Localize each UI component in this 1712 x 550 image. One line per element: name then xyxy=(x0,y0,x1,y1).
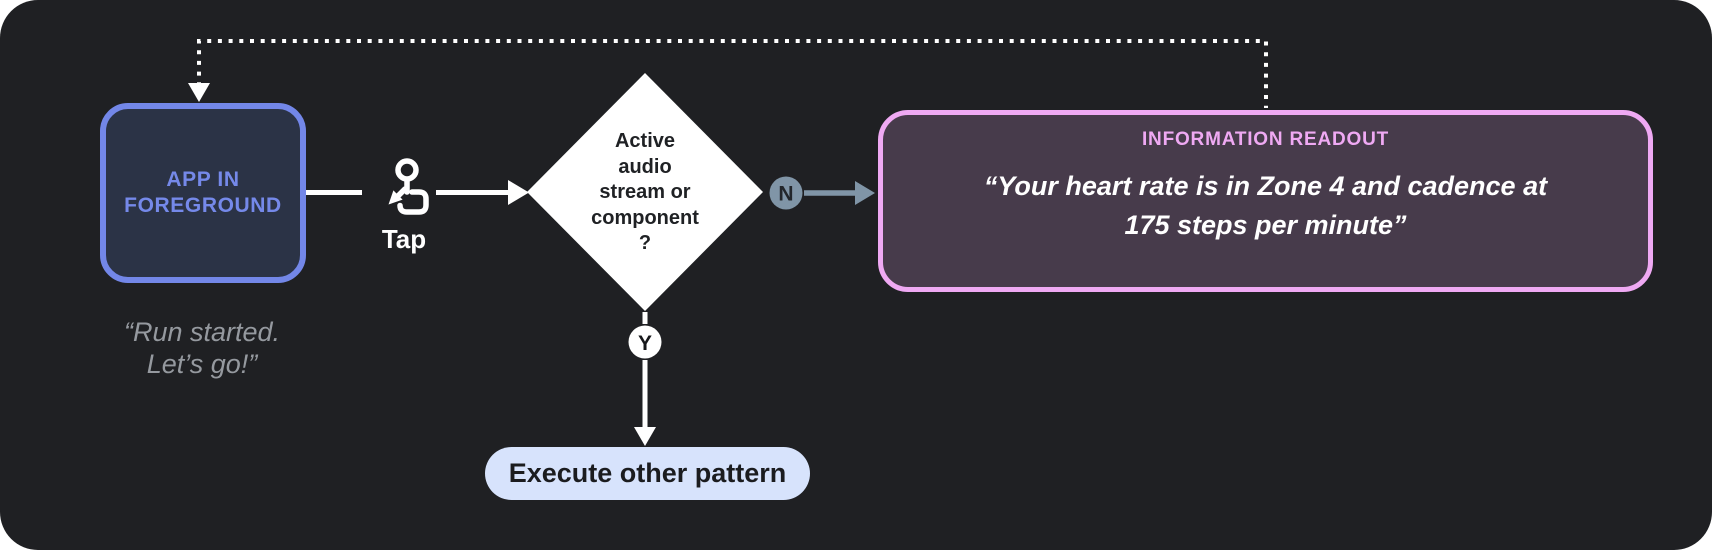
tap-hand-hook xyxy=(397,189,429,215)
tap-fingertip-ring xyxy=(395,158,419,182)
app-caption: “Run started. Let’s go!” xyxy=(123,317,281,379)
decision-diamond xyxy=(527,73,763,311)
tap-arrow-shaft xyxy=(395,186,408,199)
no-branch-badge xyxy=(769,176,803,210)
yes-branch-label: Y xyxy=(638,332,652,355)
app-foreground-label: APP IN FOREGROUND xyxy=(124,168,282,217)
connector-decision-to-readout: N xyxy=(769,176,875,210)
information-readout-title: INFORMATION READOUT xyxy=(1141,129,1390,150)
information-readout-body: “Your heart rate is in Zone 4 and cadenc… xyxy=(983,171,1548,240)
feedback-arrowhead-icon xyxy=(188,83,210,102)
feedback-dotted-connector xyxy=(188,39,1268,108)
execute-other-pattern-pill: Execute other pattern xyxy=(485,447,810,500)
tap-arrowhead xyxy=(388,190,403,205)
connector-decision-to-action: Y xyxy=(628,312,662,446)
execute-other-pattern-label: Execute other pattern xyxy=(508,458,787,488)
information-readout-node: INFORMATION READOUT “Your heart rate is … xyxy=(878,110,1653,292)
connector-tap-to-decision xyxy=(436,180,529,205)
tap-gesture-icon xyxy=(388,158,429,215)
arrowhead-icon xyxy=(508,180,529,205)
yes-branch-badge xyxy=(628,325,662,359)
no-branch-label: N xyxy=(778,183,793,206)
arrowhead-icon xyxy=(634,427,656,446)
decision-label: Active audio stream or component ? xyxy=(591,130,699,254)
tap-label: Tap xyxy=(381,224,427,254)
feedback-dotted-path xyxy=(197,39,1268,108)
app-foreground-node: APP IN FOREGROUND xyxy=(100,103,306,283)
arrowhead-icon xyxy=(855,181,875,205)
